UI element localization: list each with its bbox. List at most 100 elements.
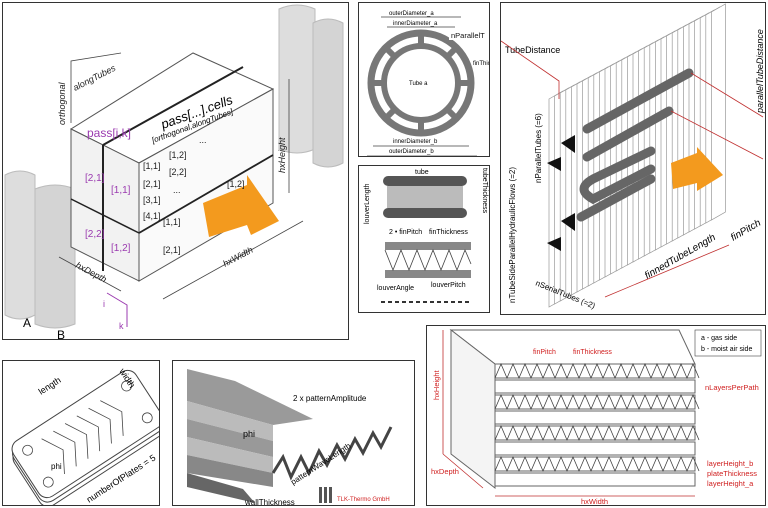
n-parallel-label-bg: [449, 30, 489, 40]
radial-fins: [371, 33, 471, 133]
tube-diagram: outerDiameter_a innerDiameter_a nParalle…: [367, 11, 490, 156]
tube-distance-label: TubeDistance: [505, 45, 560, 55]
amplitude-label: 2 x patternAmplitude: [293, 394, 367, 403]
front-cell: [2,1]: [143, 179, 161, 189]
phi-label: phi: [51, 462, 62, 471]
hx-width-label: hxWidth: [581, 497, 608, 506]
tube-cross-section-panel: outerDiameter_a innerDiameter_a nParalle…: [358, 2, 490, 157]
layer-height-b-label: layerHeight_b: [707, 459, 753, 468]
louver-pitch-label: louverPitch: [431, 282, 466, 289]
wall-thickness-label: wallThickness: [244, 498, 295, 506]
front-cell: [1,1]: [163, 217, 181, 227]
port-b: B: [57, 328, 65, 340]
front-cell: [2,1]: [163, 245, 181, 255]
tube-label: Tube a: [409, 81, 428, 87]
hx-block: [69, 52, 279, 282]
layer-a: [494, 379, 696, 394]
fin-thickness-label: finThickness: [429, 229, 468, 236]
fin-pitch-label: finPitch: [729, 217, 763, 243]
inner-diameter-b: innerDiameter_b: [393, 139, 438, 145]
tube-bottom: [383, 208, 467, 218]
fin-thickness-label: finThic: [473, 61, 490, 67]
flow-arrows: [547, 135, 575, 251]
front-cell: [4,1]: [143, 211, 161, 221]
tlk-logo: [319, 487, 332, 503]
louver-fin-panel: tube louverLength tubeThickness 2 • finP…: [358, 165, 490, 313]
layers: [494, 362, 700, 487]
fin-zigzag: [384, 248, 472, 272]
hx-width-label: hxWidth: [221, 245, 254, 269]
layer-height-a-label: layerHeight_a: [707, 479, 754, 488]
phi-label: phi: [243, 429, 255, 439]
upper-plate: [187, 369, 313, 425]
louver-length-label: louverLength: [364, 183, 371, 224]
plate-stack-panel: a - gas side b - moist air side finPitch…: [426, 325, 766, 506]
plate-hx-diagram: length width phi numberOfPlates = 5: [11, 366, 159, 505]
fin-layer-b: [494, 394, 696, 410]
fin-layer-b: [494, 456, 696, 472]
inner-diameter-a: innerDiameter_a: [393, 21, 438, 27]
layer-a: [494, 472, 696, 487]
side-cell: [1,1]: [111, 185, 131, 196]
legend: [694, 329, 762, 357]
along-tubes-label: alongTubes: [71, 63, 117, 93]
wave: [271, 426, 393, 481]
hx-height-label: hxHeight: [432, 369, 441, 400]
layer-a: [494, 410, 696, 425]
plate-stack-diagram: a - gas side b - moist air side finPitch…: [431, 328, 762, 506]
ik-axes: [106, 292, 128, 327]
fin-plate: [711, 3, 726, 221]
fin-layer-b: [494, 363, 696, 379]
front-cell: [1,2]: [169, 150, 187, 160]
axis-k: k: [119, 321, 124, 331]
width-dimension: [162, 220, 304, 300]
layer-a: [494, 441, 696, 456]
n-parallel-tubes-label: nParallelTubes (=6): [534, 113, 543, 183]
tube-thickness-label: tubeThickness: [481, 168, 488, 214]
louver-fins: [387, 186, 463, 208]
fin-zigzag: [494, 424, 700, 442]
tube-top: [383, 176, 467, 186]
hx-depth-label: hxDepth: [431, 467, 459, 476]
front-cell: [1,1]: [143, 161, 161, 171]
corrugation-panel: 2 x patternAmplitude phi patternWaveLeng…: [172, 360, 415, 506]
fin-zigzag: [494, 362, 700, 380]
direction-arrows: [70, 52, 122, 123]
orthogonal-label: orthogonal: [57, 81, 67, 125]
side-face: [450, 328, 496, 490]
fin-zigzag: [494, 393, 700, 411]
plate-bottom: [385, 270, 471, 278]
plate-thickness-label: plateThickness: [707, 469, 757, 478]
dimension-lines: [442, 330, 695, 497]
n-layers-label: nLayersPerPath: [705, 383, 759, 392]
n-hydraulic-label: nTubeSideParallelHydraulicFlows (=2): [508, 167, 517, 303]
header-pipe-left: [4, 170, 76, 329]
port-a: A: [23, 316, 31, 330]
cell-diagram: orthogonal alongTubes pass[i,k] pass[...…: [4, 4, 344, 340]
fin-tube-panel: TubeDistance parallelTubeDistance nParal…: [500, 2, 766, 315]
cell-discretization-panel: orthogonal alongTubes pass[i,k] pass[...…: [2, 2, 349, 340]
fin-thickness-label: finThickness: [573, 349, 612, 356]
front-cell: [3,1]: [143, 195, 161, 205]
tubes: [576, 68, 694, 222]
axis-i: i: [103, 299, 105, 309]
fin-layer-b: [494, 425, 696, 441]
hx-height-label: hxHeight: [277, 137, 287, 173]
depth-dimension: [58, 256, 122, 292]
airflow-arrow: [203, 175, 279, 237]
length-label: length: [37, 375, 63, 397]
dimension-lines: [501, 40, 764, 298]
fin-pitch-label: finPitch: [533, 349, 556, 356]
header-pipe-right: [278, 4, 344, 168]
fin-pitch-label: 2 • finPitch: [389, 229, 422, 236]
front-cell: [1,2]: [227, 179, 245, 189]
louver-diagram: tube louverLength tubeThickness 2 • finP…: [364, 168, 488, 303]
fin-tube-diagram: TubeDistance parallelTubeDistance nParal…: [501, 3, 765, 311]
tlk-logo-text: TLK-Thermo GmbH: [337, 497, 390, 503]
pass-label: pass[i,k]: [87, 126, 131, 140]
outer-diameter-a: outerDiameter_a: [389, 11, 434, 17]
front-cell: [2,2]: [169, 167, 187, 177]
side-cell: [1,2]: [111, 243, 131, 254]
side-cell: [2,2]: [85, 229, 105, 240]
plate-hx-panel: length width phi numberOfPlates = 5: [2, 360, 160, 506]
